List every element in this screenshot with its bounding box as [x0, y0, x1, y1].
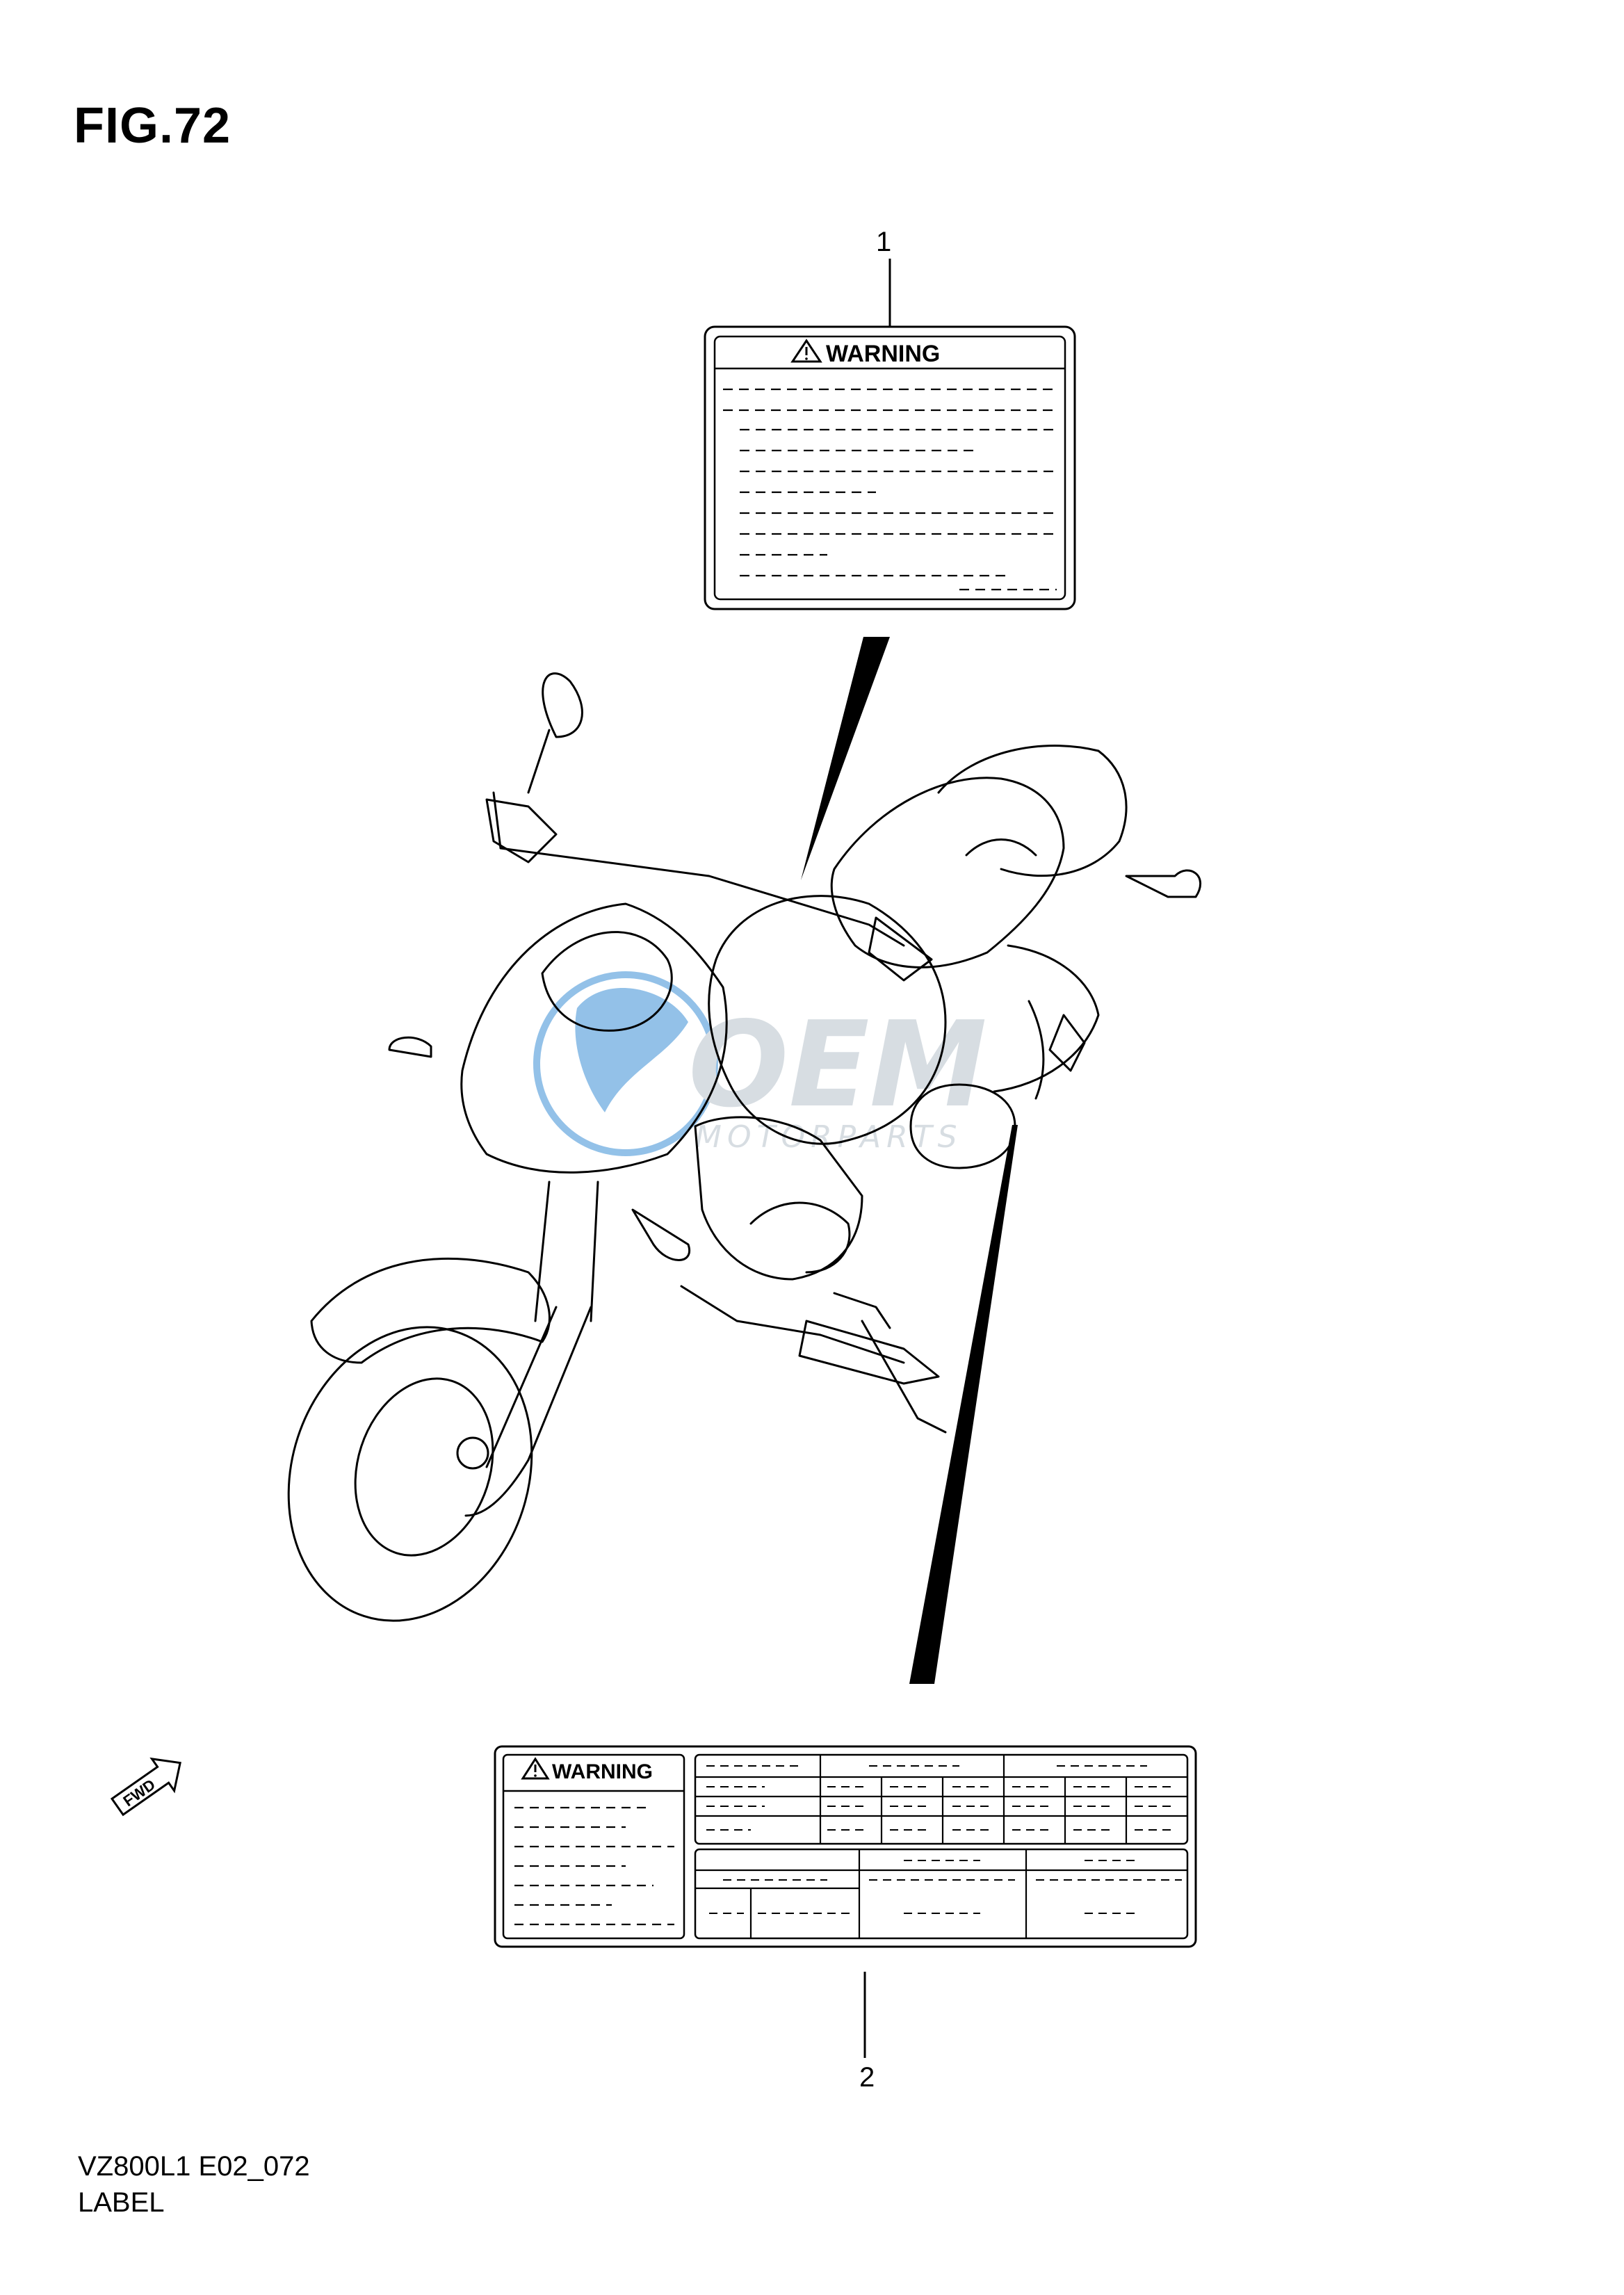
- watermark-subtitle: MOTORPARTS: [695, 1119, 963, 1155]
- motorcycle-illustration: [287, 672, 1201, 1622]
- location-pointer-1: [801, 637, 890, 880]
- label-1-heading: WARNING: [826, 341, 940, 367]
- footer-section-name: LABEL: [78, 2187, 165, 2218]
- fwd-arrow-icon: FWD: [110, 1757, 181, 1817]
- warning-triangle-icon: [521, 1757, 550, 1780]
- warning-label-2: WARNING: [494, 1745, 1197, 1948]
- callout-number-1: 1: [876, 227, 892, 257]
- callout-number-2: 2: [859, 2062, 875, 2093]
- label-2-heading: WARNING: [552, 1760, 653, 1783]
- watermark-brand: OEM: [688, 996, 987, 1134]
- watermark: OEM MOTORPARTS: [533, 971, 987, 1156]
- location-pointer-2: [909, 1125, 1018, 1684]
- figure-title: FIG.72: [74, 98, 232, 154]
- footer-model-code: VZ800L1 E02_072: [78, 2151, 310, 2182]
- warning-label-1: WARNING: [704, 325, 1076, 610]
- warning-triangle-icon: [790, 339, 822, 363]
